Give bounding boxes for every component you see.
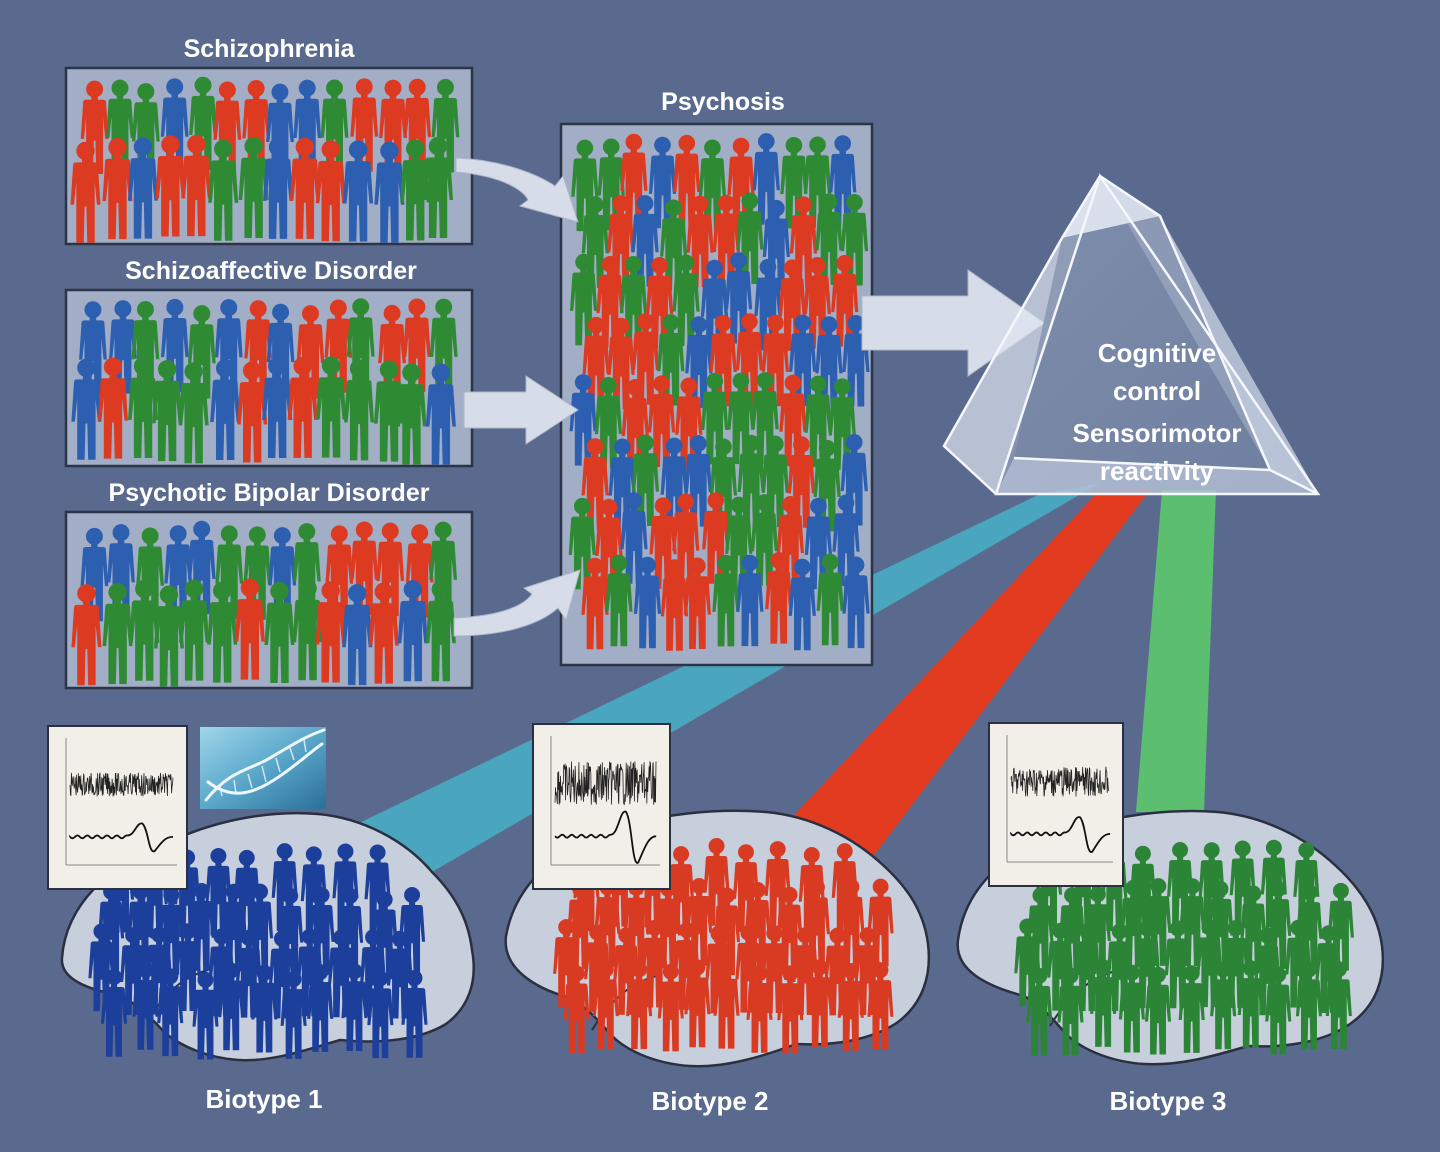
triangle-line-1: Cognitive	[1098, 338, 1216, 368]
eeg-waveform-icon	[47, 725, 188, 890]
beam-green	[1136, 490, 1216, 812]
arrow-bipolar-icon	[453, 569, 581, 637]
beam-cyan	[320, 484, 1098, 872]
schizophrenia-label: Schizophrenia	[184, 35, 356, 63]
arrow-schizophrenia-icon	[455, 157, 579, 223]
biotype-3-label: Biotype 3	[1109, 1086, 1226, 1116]
schizoaffective-label: Schizoaffective Disorder	[125, 257, 417, 285]
prism-triangle-icon	[942, 173, 1321, 496]
beams	[320, 484, 1216, 872]
bipolar-label: Psychotic Bipolar Disorder	[109, 479, 430, 507]
biotype-2-label: Biotype 2	[651, 1086, 768, 1116]
eeg-waveform-icon	[988, 722, 1124, 887]
arrow-schizoaffective-icon	[463, 375, 579, 445]
beam-red	[782, 490, 1150, 858]
biotype-1-label: Biotype 1	[205, 1084, 322, 1114]
psychosis-label: Psychosis	[661, 88, 785, 116]
triangle-line-4: reactivity	[1100, 456, 1215, 486]
triangle-line-3: Sensorimotor	[1072, 418, 1241, 448]
triangle-line-2: control	[1113, 376, 1201, 406]
eeg-waveform-icon	[532, 723, 671, 890]
dna-helix-icon	[200, 727, 326, 809]
